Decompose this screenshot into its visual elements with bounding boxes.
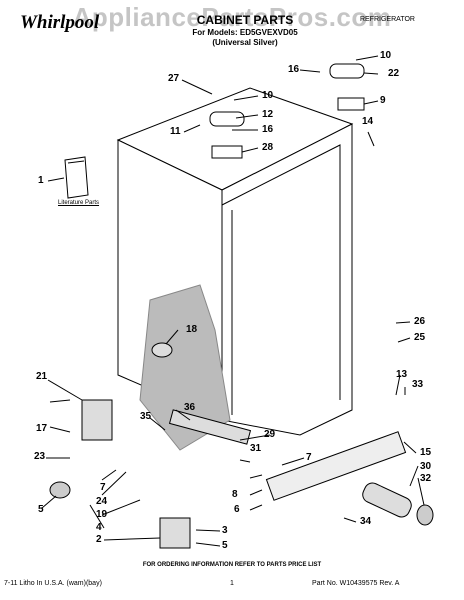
callout-11: 11 xyxy=(170,126,181,137)
callout-31: 31 xyxy=(250,443,262,454)
callout-10-center: 10 xyxy=(262,90,274,101)
callout-19: 19 xyxy=(96,509,108,520)
callout-32: 32 xyxy=(420,473,432,484)
callout-9: 9 xyxy=(380,95,386,106)
callout-17: 17 xyxy=(36,423,48,434)
callout-33: 33 xyxy=(412,379,424,390)
callout-30: 30 xyxy=(420,461,432,472)
literature-parts-label: Literature Parts xyxy=(58,200,100,206)
footer-litho: 7-11 Litho In U.S.A. (wam)(bay) xyxy=(4,580,102,587)
callout-5-left: 5 xyxy=(38,504,44,515)
callout-12: 12 xyxy=(262,109,274,120)
callout-21: 21 xyxy=(36,371,48,382)
callout-6: 6 xyxy=(234,504,240,515)
callout-36: 36 xyxy=(184,402,196,413)
page-number: 1 xyxy=(230,580,234,587)
callout-8: 8 xyxy=(232,489,238,500)
callout-10-right: 10 xyxy=(380,50,392,61)
callout-27: 27 xyxy=(168,73,180,84)
callout-13: 13 xyxy=(396,369,408,380)
callout-35: 35 xyxy=(140,411,152,422)
callout-3: 3 xyxy=(222,525,228,536)
callout-14: 14 xyxy=(362,116,374,127)
callout-4: 4 xyxy=(96,522,102,533)
callout-7-right: 7 xyxy=(306,452,312,463)
cutaway xyxy=(139,284,231,451)
callout-16-center: 16 xyxy=(262,124,274,135)
callout-26: 26 xyxy=(414,316,426,327)
section-label: REFRIGERATOR xyxy=(360,16,415,23)
callout-18: 18 xyxy=(186,324,198,335)
callout-25: 25 xyxy=(414,332,426,343)
page-title: CABINET PARTS xyxy=(196,13,294,27)
model-line: For Models: ED5GVEXVD05 xyxy=(192,28,298,37)
callout-5-bottom: 5 xyxy=(222,540,228,551)
callout-15: 15 xyxy=(420,447,432,458)
callout-28: 28 xyxy=(262,142,274,153)
watermark: AppliancePartsPros.com xyxy=(72,2,392,32)
callout-29: 29 xyxy=(264,429,276,440)
callout-1: 1 xyxy=(38,175,44,186)
callout-2: 2 xyxy=(96,534,102,545)
brand-logo: Whirlpool xyxy=(20,12,100,33)
model-info: For Models: ED5GVEXVD05 (Universal Silve… xyxy=(150,28,340,48)
model-variant: (Universal Silver) xyxy=(212,38,278,47)
part-number: Part No. W10439575 Rev. A xyxy=(312,580,400,587)
callout-22: 22 xyxy=(388,68,400,79)
callout-23: 23 xyxy=(34,451,46,462)
callout-24: 24 xyxy=(96,496,108,507)
callout-7-left: 7 xyxy=(100,482,106,493)
ordering-note: FOR ORDERING INFORMATION REFER TO PARTS … xyxy=(142,562,322,568)
literature-booklet-shape xyxy=(64,156,89,199)
callout-34: 34 xyxy=(360,516,372,527)
callout-16-top: 16 xyxy=(288,64,300,75)
